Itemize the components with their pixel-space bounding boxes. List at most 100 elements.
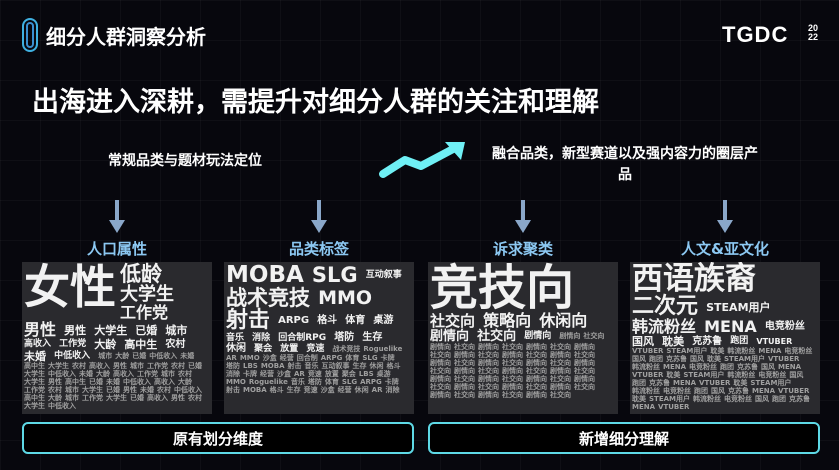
minor-word: 音乐 bbox=[304, 362, 319, 370]
word: 跑团 bbox=[730, 336, 749, 346]
minor-word: MENA bbox=[778, 363, 802, 371]
minor-word: 耽美 bbox=[632, 395, 646, 403]
minor-word: 克苏鲁 bbox=[666, 355, 687, 363]
minor-word: 音乐 bbox=[290, 378, 305, 386]
category-demographics: 人口属性 bbox=[86, 240, 147, 258]
minor-word: 社交向 bbox=[454, 359, 475, 367]
minor-word: 社交向 bbox=[574, 351, 595, 359]
minor-word: 农村 bbox=[188, 394, 202, 402]
minor-word: 社交向 bbox=[574, 367, 595, 375]
minor-word: 高收入 bbox=[113, 370, 134, 378]
down-arrow-icon bbox=[717, 200, 733, 233]
minor-word: 电竞粉丝 bbox=[758, 371, 787, 379]
minor-word: 社交向 bbox=[502, 359, 523, 367]
minor-word: 聚会 bbox=[341, 370, 356, 378]
minor-word: 剧情向 bbox=[478, 343, 499, 351]
trend-up-arrow-icon bbox=[379, 142, 465, 178]
minor-word: 社交向 bbox=[502, 375, 523, 383]
word-cloud-demographics: 女性 低龄 大学生 工作党 男性 男性 大学生 已婚 城市 高收入 工作党 大龄… bbox=[22, 262, 212, 414]
minor-word: 未婚 bbox=[79, 370, 93, 378]
minor-word: ARPG bbox=[360, 378, 382, 386]
minor-word: 农村 bbox=[48, 386, 62, 394]
minor-word: 大龄 bbox=[115, 352, 130, 360]
word: 男性 bbox=[24, 320, 57, 339]
minor-word: 已婚 bbox=[132, 352, 147, 360]
minor-word: 社交向 bbox=[574, 383, 595, 391]
headline: 出海进入深耕，需提升对细分人群的关注和理解 bbox=[32, 87, 599, 118]
minor-word: 男性 bbox=[123, 386, 137, 394]
minor-word: Roguelike bbox=[248, 378, 288, 386]
minor-word: STEAM用户 bbox=[683, 371, 725, 379]
minor-word: STEAM用户 bbox=[649, 395, 690, 403]
minor-word: 剧情向 bbox=[430, 375, 451, 383]
down-arrow-icon bbox=[109, 200, 125, 233]
minor-word: 大学生 bbox=[106, 394, 127, 402]
minor-word: 国风 bbox=[690, 355, 704, 363]
word-cloud-subculture: 西语族裔 二次元 STEAM用户 韩流粉丝 MENA 电竞粉丝 国风 耽美 克苏… bbox=[630, 262, 820, 414]
minor-word: AR bbox=[371, 386, 383, 394]
minor-word: 高中生 bbox=[24, 362, 45, 370]
minor-word: 城市 bbox=[65, 386, 79, 394]
word: 格斗 bbox=[317, 315, 338, 326]
minor-word: SLG bbox=[341, 378, 358, 386]
minor-word: 沙盒 bbox=[320, 386, 335, 394]
minor-word: MMO bbox=[239, 354, 260, 362]
minor-word: 互动叙事 bbox=[321, 362, 350, 370]
minor-word: 剧情向 bbox=[526, 359, 547, 367]
minor-word: 格斗 bbox=[269, 386, 284, 394]
minor-word: 剧情向 bbox=[430, 359, 451, 367]
word: 低龄 bbox=[120, 262, 162, 286]
minor-word: MENA bbox=[673, 379, 697, 387]
minor-word: 国风 bbox=[761, 363, 776, 371]
minor-word: LBS bbox=[243, 362, 258, 370]
word: 西语族裔 bbox=[632, 262, 756, 297]
word-cloud-genres: MOBA SLG 互动叙事 战术竞技 MMO 射击 ARPG 格斗 体育 桌游 … bbox=[224, 262, 414, 414]
word: 剧情向 bbox=[524, 331, 552, 341]
minor-word: 剧情向 bbox=[559, 332, 581, 340]
minor-word: MENA bbox=[758, 347, 782, 355]
minor-word: 工作党 bbox=[24, 386, 45, 394]
word-cloud-motivations: 竞技向 社交向 策略向 休闲向 剧情向 社交向 剧情向 剧情向社交向剧情向社交向… bbox=[428, 262, 618, 414]
minor-word: 剧情向 bbox=[526, 343, 547, 351]
minor-word: 体育 bbox=[345, 354, 360, 362]
minor-word: 塔防 bbox=[226, 362, 240, 370]
minor-word: 社交向 bbox=[583, 332, 605, 340]
minor-word: 剧情向 bbox=[478, 391, 499, 399]
word: MOBA bbox=[226, 262, 304, 288]
word: 二次元 bbox=[632, 294, 699, 319]
minor-word: 克苏鲁 bbox=[737, 363, 759, 371]
year-top: 20 bbox=[808, 23, 819, 33]
minor-word: 未婚 bbox=[180, 352, 195, 360]
word: 城市 bbox=[165, 323, 188, 337]
word: 工作党 bbox=[59, 339, 87, 349]
minor-word: 剧情向 bbox=[574, 359, 595, 367]
minor-word: 消除 bbox=[226, 370, 240, 378]
existing-dimensions-button[interactable]: 原有划分维度 bbox=[22, 422, 414, 454]
minor-word: 经营 bbox=[337, 386, 352, 394]
word: SLG bbox=[311, 263, 358, 287]
minor-word: 耽美 bbox=[710, 347, 725, 355]
minor-word: 社交向 bbox=[430, 383, 451, 391]
minor-word: 剧情向 bbox=[574, 375, 595, 383]
word: STEAM用户 bbox=[706, 300, 771, 314]
minor-word: 中低收入 bbox=[48, 370, 76, 378]
minor-word: 剧情向 bbox=[550, 383, 571, 391]
minor-word: 大学生 bbox=[24, 370, 45, 378]
minor-word: 中低收入 bbox=[123, 378, 151, 386]
minor-word: 体育 bbox=[324, 378, 339, 386]
minor-word: 社交向 bbox=[550, 375, 571, 383]
minor-word: 韩流粉丝 bbox=[632, 387, 660, 395]
minor-word: 放置 bbox=[324, 370, 339, 378]
new-insights-button[interactable]: 新增细分理解 bbox=[428, 422, 820, 454]
word: 休闲 bbox=[226, 343, 246, 354]
minor-word: 高收入 bbox=[147, 394, 168, 402]
minor-word: LBS bbox=[358, 370, 374, 378]
minor-word: 韩流粉丝 bbox=[692, 395, 721, 403]
minor-word: VTUBER bbox=[778, 387, 810, 395]
word: 放置 bbox=[280, 343, 299, 354]
minor-word: 剧情向 bbox=[454, 383, 475, 391]
minor-word: Roguelike bbox=[363, 344, 403, 353]
word: 高收入 bbox=[24, 339, 52, 349]
minor-word: 射击 bbox=[287, 362, 302, 370]
minor-word: 电竞粉丝 bbox=[784, 347, 813, 355]
